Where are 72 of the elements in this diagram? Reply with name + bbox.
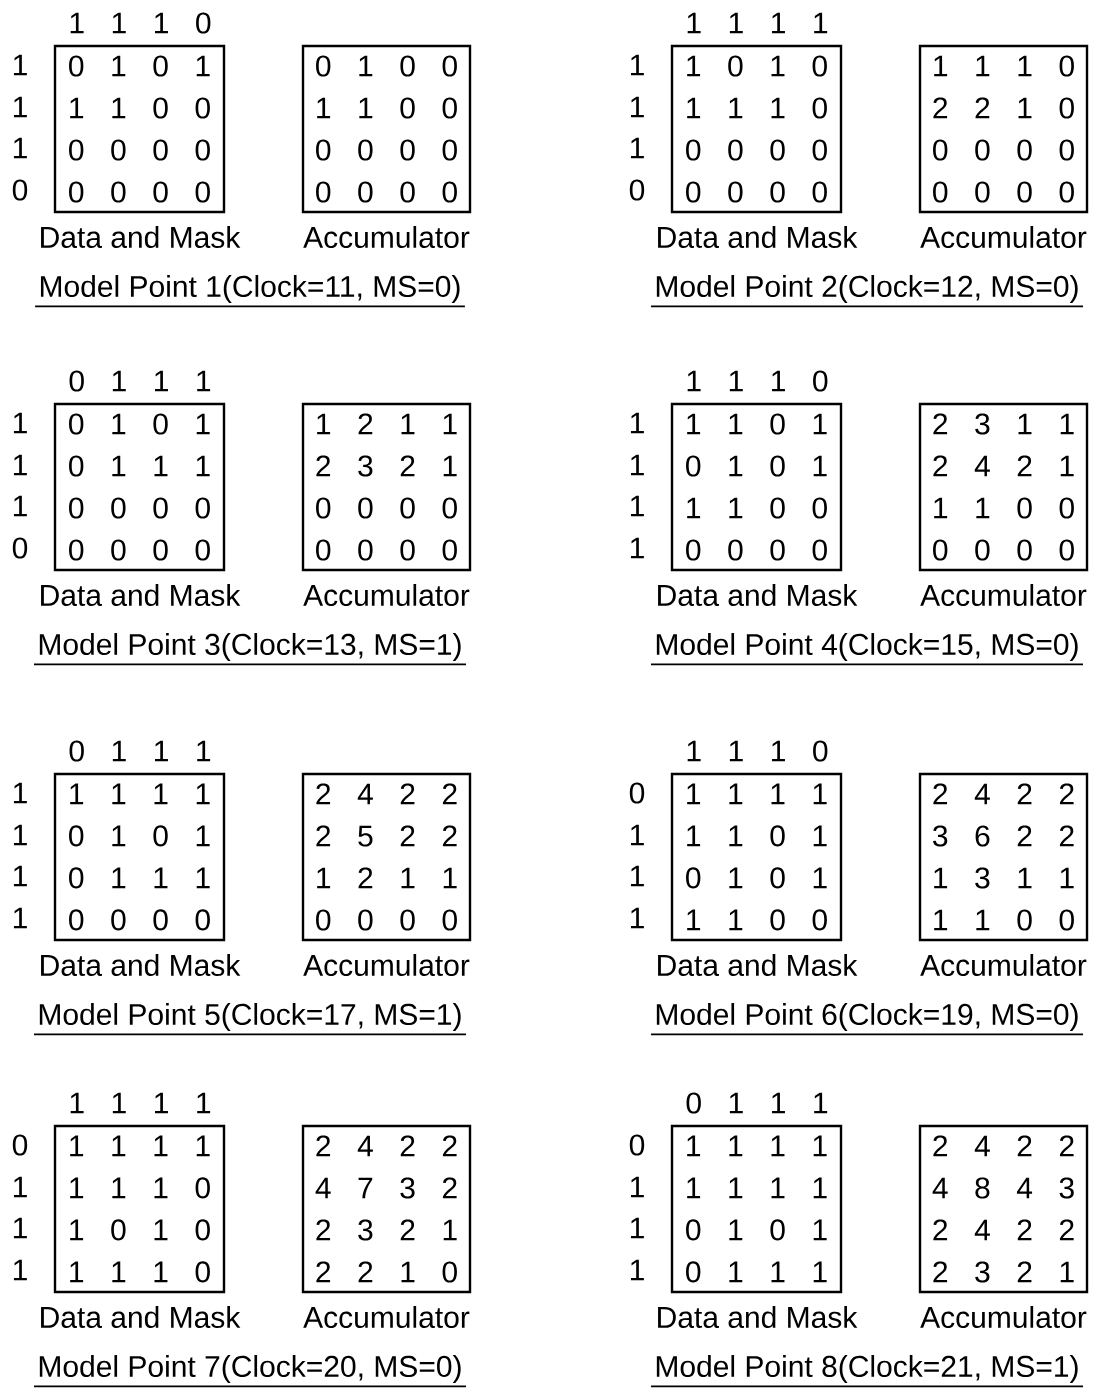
row-bit: 1 [630, 865, 644, 887]
matrix-caption: Accumulator [920, 226, 1087, 248]
matrix-box: 1 2 1 1 2 3 2 1 0 0 0 0 0 0 0 0 [301, 402, 472, 572]
matrix-box: 2 4 2 2 4 7 3 2 2 3 2 1 2 2 1 0 [301, 1124, 472, 1294]
matrix-box: 1 1 0 1 0 1 0 1 1 1 0 0 0 0 0 0 [670, 402, 843, 572]
model-point-caption: Model Point 2(Clock=12, MS=0) [650, 275, 1084, 308]
row-bit: 1 [13, 907, 27, 929]
matrix-box: 1 1 1 1 0 1 0 1 0 1 1 1 0 0 0 0 [53, 772, 226, 942]
model-point-caption: Model Point 6(Clock=19, MS=0) [650, 1003, 1084, 1036]
matrix-caption: Accumulator [920, 954, 1087, 976]
matrix-caption: Data and Mask [41, 954, 241, 976]
matrix-box: 1 0 1 0 1 1 1 0 0 0 0 0 0 0 0 0 [670, 44, 843, 214]
matrix-box: 1 1 1 1 1 1 1 0 1 0 1 0 1 1 1 0 [53, 1124, 226, 1294]
matrix-box: 1 1 1 1 1 1 0 1 0 1 0 1 1 1 0 0 [670, 772, 843, 942]
row-bit: 0 [12, 1134, 28, 1156]
matrix-caption: Data and Mask [41, 226, 241, 248]
matrix-box: 2 4 2 2 2 5 2 2 1 2 1 1 0 0 0 0 [301, 772, 472, 942]
matrix-caption: Data and Mask [658, 1306, 858, 1328]
row-bit: 1 [630, 96, 644, 118]
model-point-caption: Model Point 1(Clock=11, MS=0) [34, 275, 466, 308]
row-bit: 0 [12, 179, 28, 201]
row-bit: 1 [13, 824, 27, 846]
row-bit: 1 [630, 137, 644, 159]
row-bit: 1 [630, 454, 644, 476]
row-bit: 1 [630, 907, 644, 929]
matrix-caption: Accumulator [920, 584, 1087, 606]
matrix-caption: Accumulator [303, 584, 470, 606]
matrix-caption: Data and Mask [41, 584, 241, 606]
matrix-box: 0 1 0 1 1 1 0 0 0 0 0 0 0 0 0 0 [53, 44, 226, 214]
row-bit: 1 [630, 495, 644, 517]
matrix-caption: Data and Mask [41, 1306, 241, 1328]
model-point-caption: Model Point 7(Clock=20, MS=0) [33, 1355, 467, 1388]
matrix-caption: Data and Mask [658, 226, 858, 248]
matrix-box: 0 1 0 1 0 1 1 1 0 0 0 0 0 0 0 0 [53, 402, 226, 572]
model-point-caption: Model Point 3(Clock=13, MS=1) [33, 633, 467, 666]
matrix-box: 1 1 1 1 1 1 1 1 0 1 0 1 0 1 1 1 [670, 1124, 843, 1294]
row-bit: 1 [630, 1176, 644, 1198]
row-bit: 1 [630, 54, 644, 76]
matrix-caption: Accumulator [303, 226, 470, 248]
matrix-box: 0 1 0 0 1 1 0 0 0 0 0 0 0 0 0 0 [301, 44, 472, 214]
model-point-caption: Model Point 4(Clock=15, MS=0) [650, 633, 1084, 666]
matrix-box: 2 3 1 1 2 4 2 1 1 1 0 0 0 0 0 0 [918, 402, 1089, 572]
row-bit: 1 [13, 96, 27, 118]
row-bit: 1 [13, 54, 27, 76]
row-bit: 1 [630, 412, 644, 434]
row-bit: 0 [629, 179, 645, 201]
model-point-caption: Model Point 8(Clock=21, MS=1) [650, 1355, 1084, 1388]
matrix-caption: Accumulator [303, 1306, 470, 1328]
row-bit: 1 [13, 1259, 27, 1281]
row-bit: 1 [13, 1176, 27, 1198]
matrix-caption: Data and Mask [658, 584, 858, 606]
matrix-box: 2 4 2 2 3 6 2 2 1 3 1 1 1 1 0 0 [918, 772, 1089, 942]
matrix-caption: Accumulator [920, 1306, 1087, 1328]
row-bit: 1 [13, 865, 27, 887]
row-bit: 0 [629, 1134, 645, 1156]
row-bit: 1 [13, 782, 27, 804]
row-bit: 1 [13, 412, 27, 434]
row-bit: 1 [13, 454, 27, 476]
row-bit: 0 [629, 782, 645, 804]
matrix-caption: Accumulator [303, 954, 470, 976]
matrix-caption: Data and Mask [658, 954, 858, 976]
matrix-box: 1 1 1 0 2 2 1 0 0 0 0 0 0 0 0 0 [918, 44, 1089, 214]
row-bit: 1 [13, 1217, 27, 1239]
row-bit: 1 [630, 1217, 644, 1239]
matrix-box: 2 4 2 2 4 8 4 3 2 4 2 2 2 3 2 1 [918, 1124, 1089, 1294]
row-bit: 1 [13, 137, 27, 159]
row-bit: 1 [630, 537, 644, 559]
row-bit: 0 [12, 537, 28, 559]
row-bit: 1 [630, 1259, 644, 1281]
model-point-caption: Model Point 5(Clock=17, MS=1) [33, 1003, 467, 1036]
row-bit: 1 [13, 495, 27, 517]
row-bit: 1 [630, 824, 644, 846]
